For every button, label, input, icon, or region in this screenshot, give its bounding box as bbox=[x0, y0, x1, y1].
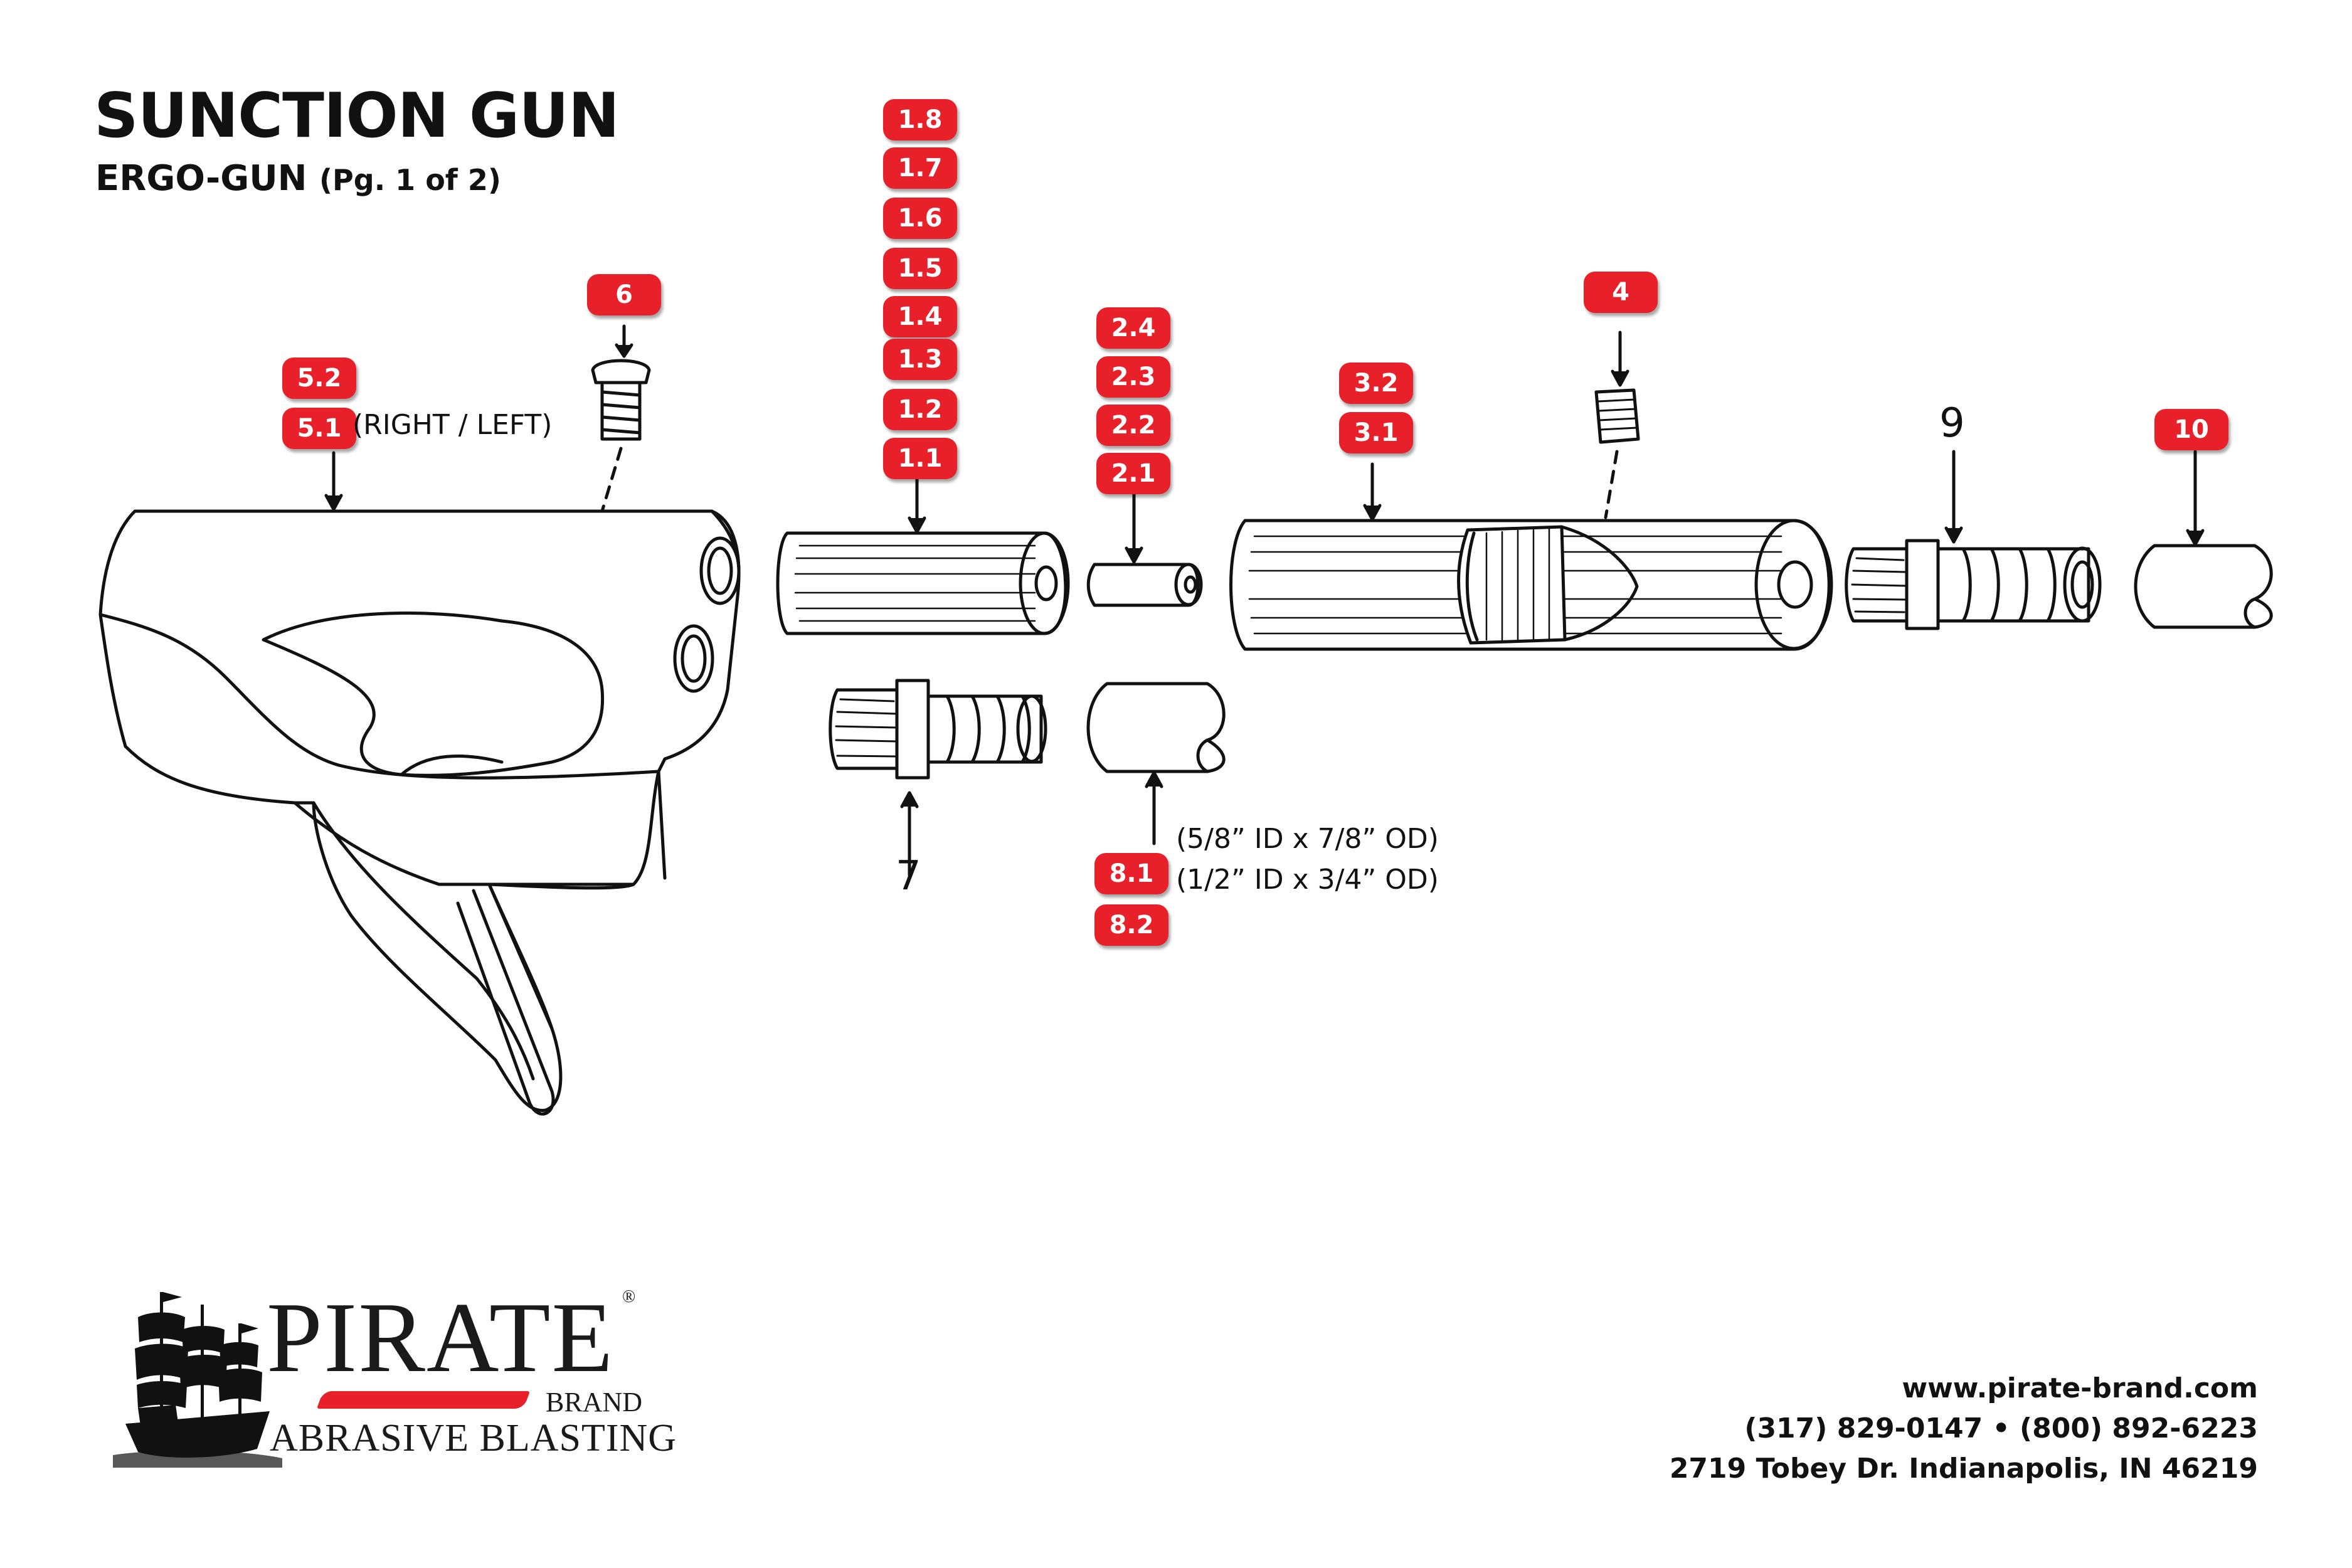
callout-1-6: 1.6 bbox=[883, 198, 957, 239]
callout-8-2: 8.2 bbox=[1094, 904, 1168, 946]
part-number-7: 7 bbox=[896, 853, 921, 899]
callout-2-1: 2.1 bbox=[1096, 453, 1170, 494]
subtitle-model: ERGO-GUN bbox=[95, 158, 307, 199]
nozzle-part-1 bbox=[776, 531, 1070, 635]
page-indicator: (Pg. 1 of 2) bbox=[319, 163, 501, 197]
logo-registered-mark: ® bbox=[622, 1287, 636, 1306]
callout-1-5: 1.5 bbox=[883, 248, 957, 289]
callout-1-7: 1.7 bbox=[883, 147, 957, 189]
part-number-9: 9 bbox=[1939, 400, 1965, 447]
hose-part-8 bbox=[1086, 682, 1226, 773]
logo-red-splash bbox=[316, 1391, 531, 1409]
callout-1-3: 1.3 bbox=[883, 339, 957, 380]
callout-6: 6 bbox=[587, 274, 661, 315]
callout-8-1: 8.1 bbox=[1094, 853, 1168, 894]
callout-2-4: 2.4 bbox=[1096, 307, 1170, 349]
logo-brand-word: BRAND bbox=[546, 1387, 643, 1417]
pirate-brand-logo: PIRATE ® BRAND ABRASIVE BLASTING bbox=[113, 1279, 676, 1468]
contact-info: www.pirate-brand.com (317) 829-0147 • (8… bbox=[1670, 1369, 2258, 1489]
page-title: SUNCTION GUN bbox=[94, 80, 620, 152]
callout-2-2: 2.2 bbox=[1096, 405, 1170, 446]
website-link[interactable]: www.pirate-brand.com bbox=[1902, 1372, 2258, 1404]
callout-1-1: 1.1 bbox=[883, 438, 957, 479]
set-screw-part-4 bbox=[1594, 388, 1640, 444]
callout-3-1: 3.1 bbox=[1339, 412, 1413, 453]
callout-2-3: 2.3 bbox=[1096, 356, 1170, 398]
pirate-ship-icon bbox=[113, 1292, 282, 1468]
street-address: 2719 Tobey Dr. Indianapolis, IN 46219 bbox=[1669, 1453, 2258, 1485]
barb-fitting-part-7 bbox=[829, 679, 1047, 780]
callout-1-4: 1.4 bbox=[883, 296, 957, 337]
hose-fitting-part-9 bbox=[1845, 539, 2102, 630]
callout-5-2: 5.2 bbox=[282, 358, 356, 399]
note-right-left: (RIGHT / LEFT) bbox=[352, 409, 553, 441]
logo-pirate-wordmark: PIRATE bbox=[267, 1281, 615, 1393]
callout-4: 4 bbox=[1584, 272, 1658, 313]
callout-3-2: 3.2 bbox=[1339, 363, 1413, 404]
callout-10: 10 bbox=[2154, 409, 2228, 450]
callout-5-1: 5.1 bbox=[282, 408, 356, 449]
gun-body-handle bbox=[98, 509, 741, 1116]
page-subtitle: ERGO-GUN (Pg. 1 of 2) bbox=[95, 158, 501, 199]
gun-tube-part-3 bbox=[1229, 519, 1833, 651]
note-hose-size-a: (5/8” ID x 7/8” OD) bbox=[1176, 823, 1439, 855]
screw-part-6 bbox=[591, 359, 651, 441]
callout-1-8: 1.8 bbox=[883, 99, 957, 140]
hose-part-10 bbox=[2134, 544, 2273, 629]
callout-1-2: 1.2 bbox=[883, 389, 957, 430]
logo-tagline: ABRASIVE BLASTING bbox=[270, 1417, 677, 1459]
insert-part-2 bbox=[1086, 563, 1203, 607]
note-hose-size-b: (1/2” ID x 3/4” OD) bbox=[1176, 864, 1439, 896]
phone-numbers: (317) 829-0147 • (800) 892-6223 bbox=[1744, 1412, 2258, 1444]
